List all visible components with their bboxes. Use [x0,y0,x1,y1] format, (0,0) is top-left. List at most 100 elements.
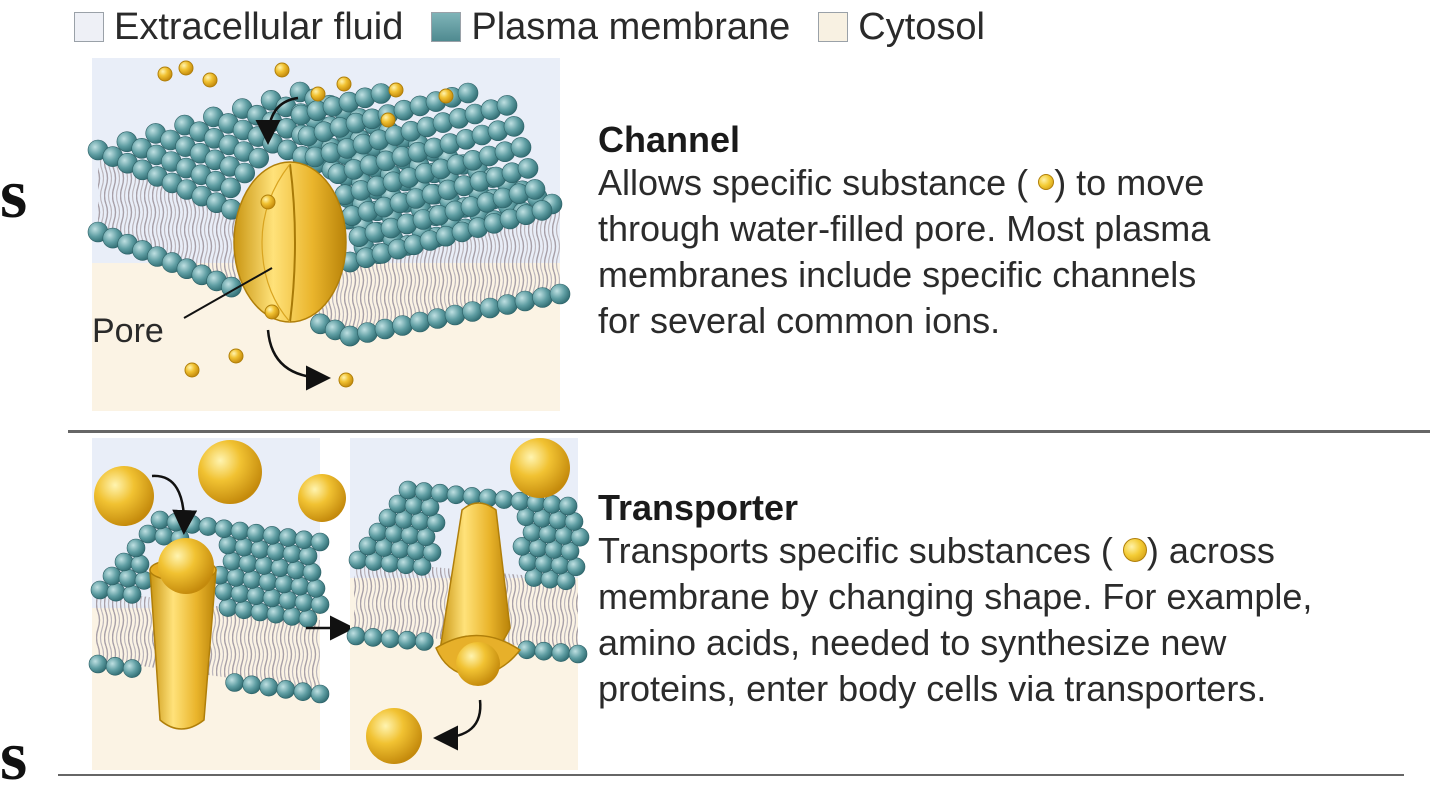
legend-label: Extracellular fluid [114,5,404,48]
lipid-head [380,629,400,649]
lipid-head [392,315,413,336]
lipid-head [479,297,501,319]
lipid-head [248,147,270,169]
lipid-head [106,582,126,602]
ion-particle [274,62,290,78]
lipid-head [444,304,466,326]
lipid-head [542,495,562,514]
lipid-head [524,179,546,200]
ion-particle [260,194,276,210]
edge-glyph-bottom: s [0,718,28,795]
lipid-head [218,598,238,617]
lipid-head [262,588,282,608]
large-substance-icon [1122,538,1147,563]
lipid-head [246,586,266,606]
lipid-head [182,515,202,534]
lipid-head [564,512,584,531]
ion-particle [438,88,454,104]
channel-description: Channel Allows specific substance ( ) to… [598,120,1210,344]
lipid-head [370,83,392,104]
ion-particle [388,82,404,98]
lipid-head [414,632,434,651]
lipid-head [230,584,250,603]
channel-title: Channel [598,119,741,160]
lipid-head [258,572,278,592]
lipid-head [310,532,330,552]
lipid-head [220,177,241,199]
transporter-description: Transporter Transports specific substanc… [598,488,1312,712]
lipid-head [302,562,322,582]
lipid-head [430,483,450,503]
lipid-head [150,510,170,530]
ion-particle [336,76,352,92]
solute [366,708,422,764]
ion-particle [228,348,244,364]
solute [198,440,262,504]
lipid-head [494,490,514,509]
lipid-head [558,496,578,516]
lipid-head [214,519,234,539]
channel-text-line: Allows specific substance ( ) to move [598,160,1210,206]
lipid-head [225,673,244,692]
lipid-head [357,322,378,343]
lipid-head [105,656,125,676]
lipid-head [238,554,258,573]
lipid-head [90,580,110,600]
legend-item-cytosol: Cytosol [818,6,985,49]
lipid-head [222,551,242,571]
lipid-head [250,602,270,622]
lipid-head [278,590,298,610]
lipid-head [276,680,296,699]
small-substance-icon [1038,174,1055,191]
ion-particle [157,66,173,82]
lipid-head [306,579,326,598]
lipid-head [531,200,553,221]
lipid-head [414,482,434,501]
legend: Extracellular fluid Plasma membrane Cyto… [74,4,1013,50]
lipid-head [517,158,539,179]
lipid-head [426,513,446,533]
transporter-text-part: ) across [1146,530,1275,571]
lipid-head [422,543,442,562]
transporter-text-part: Transports specific substances ( [598,530,1113,571]
lipid-head [570,527,590,547]
lipid-head [298,546,318,566]
lipid-head [293,682,313,702]
legend-item-extracellular-fluid: Extracellular fluid [74,6,403,49]
channel-text-part: Allows specific substance ( [598,162,1029,203]
lipid-head [259,677,279,697]
lipid-head [566,557,586,577]
cytosol-swatch [818,12,849,42]
lipid-head [282,544,302,564]
lipid-head [290,576,310,596]
channel-text-line: for several common ions. [598,300,1001,341]
lipid-head [534,641,554,661]
solute-released [456,642,500,686]
legend-item-plasma-membrane: Plasma membrane [431,6,790,49]
ion-particle [380,112,396,128]
lipid-head [568,644,588,664]
legend-label: Cytosol [858,5,985,48]
channel-text-line: membranes include specific channels [598,254,1197,295]
transporter-text-line: proteins, enter body cells via transport… [598,668,1267,709]
lipid-head [166,512,186,532]
lipid-head [230,521,250,541]
solute-binding [158,538,214,594]
lipid-head [409,311,431,333]
lipid-head [310,684,330,704]
lipid-head [234,162,255,184]
lipid-head [242,675,261,695]
lipid-head [446,485,466,505]
lipid-head [246,523,266,543]
ion-particle [338,372,354,388]
lipid-head [262,526,282,545]
lipid-head [226,568,246,587]
lipid-head [346,626,366,646]
ion-particle [202,72,218,88]
extracellular-fluid-swatch [74,12,104,42]
lipid-head [282,607,302,626]
lipid-head [457,82,479,104]
lipid-head [274,574,294,594]
plasma-membrane-swatch [431,12,462,42]
